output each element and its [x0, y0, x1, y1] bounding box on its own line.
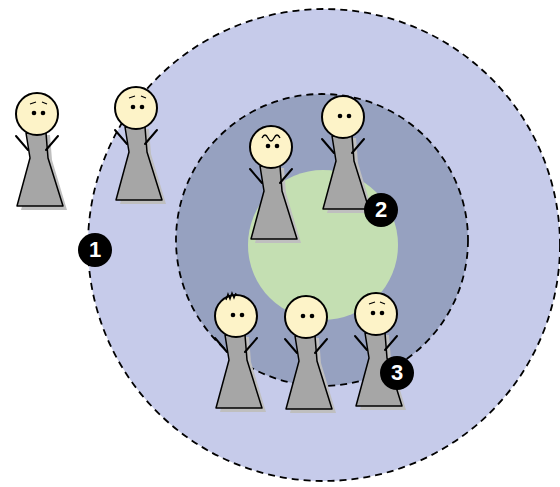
- person-figure: [250, 126, 301, 243]
- person-figure: [285, 296, 336, 413]
- callout-number: 3: [380, 356, 414, 390]
- hair-mark: [226, 293, 236, 300]
- callout-text: 1: [89, 239, 101, 261]
- hair-mark: [262, 135, 280, 141]
- person-figure: [16, 93, 67, 210]
- person-figure: [215, 295, 266, 412]
- callout-text: 2: [375, 199, 387, 221]
- person-figure: [355, 293, 406, 410]
- brow-mark: [30, 102, 47, 104]
- callout-number: 2: [364, 193, 398, 227]
- person-figure: [115, 87, 166, 204]
- outer-ring: [88, 9, 560, 481]
- brow-mark: [369, 302, 385, 304]
- brow-mark: [129, 96, 146, 98]
- callout-text: 3: [391, 362, 403, 384]
- person-figure: [322, 96, 373, 213]
- callout-number: 1: [78, 233, 112, 267]
